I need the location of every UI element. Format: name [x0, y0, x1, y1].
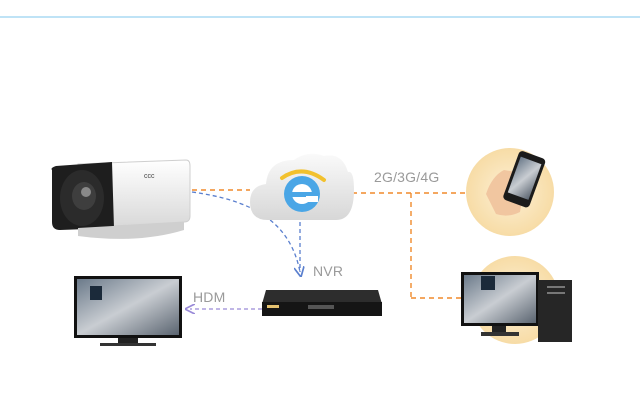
- top-divider-line: [0, 16, 640, 18]
- cloud-ie: [250, 153, 354, 220]
- tv-monitor: [74, 276, 182, 346]
- link-camera-nvr: [191, 191, 300, 272]
- hdmi-label: HDM: [193, 289, 226, 305]
- pc-group: [461, 256, 572, 344]
- orange-links: [192, 189, 470, 299]
- nvr-device: [262, 290, 382, 316]
- bullet-camera: ccc: [51, 159, 191, 239]
- camera-brand-text: ccc: [144, 173, 155, 180]
- network-label: 2G/3G/4G: [374, 169, 440, 185]
- nvr-label: NVR: [313, 263, 344, 279]
- phone-group: [466, 148, 554, 236]
